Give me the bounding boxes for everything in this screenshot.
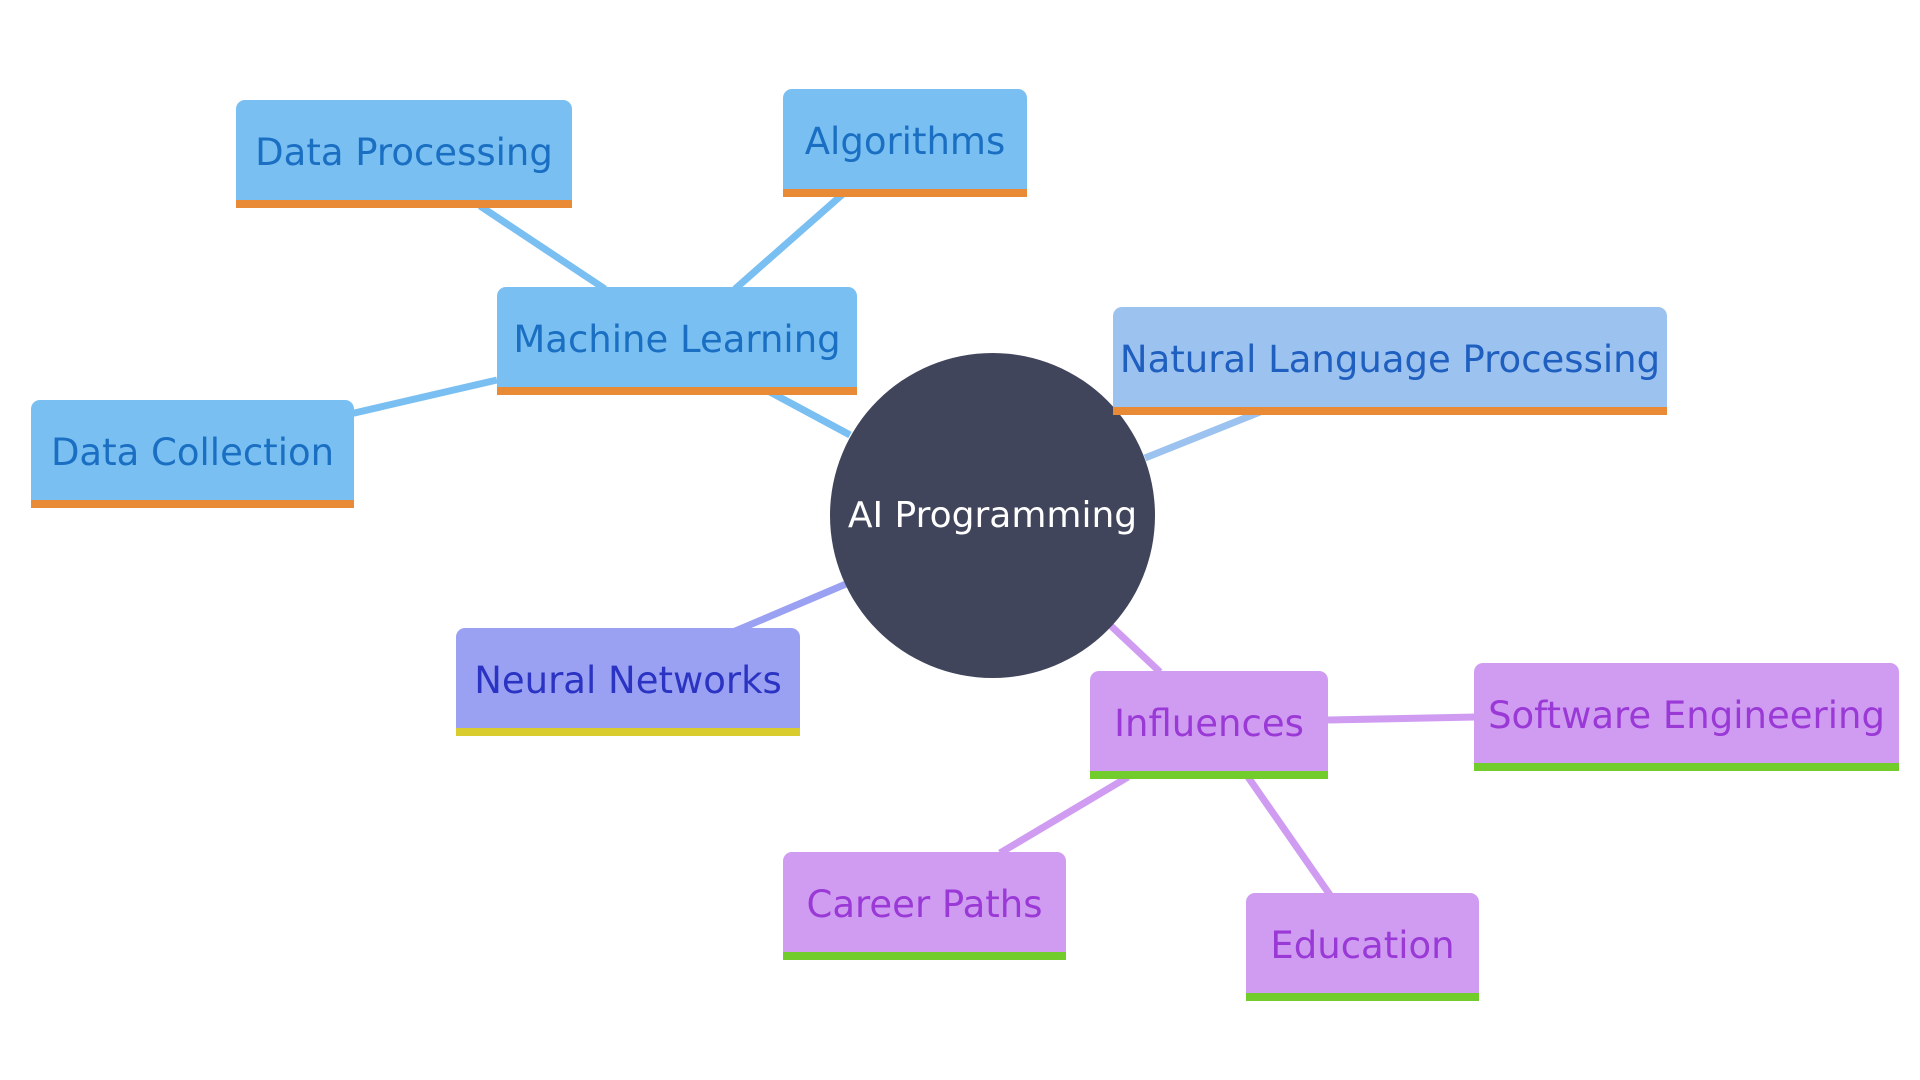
node-data-processing-label: Data Processing: [255, 130, 553, 174]
edge-ml-algorithms: [732, 190, 847, 292]
node-influences-label: Influences: [1114, 701, 1304, 745]
edge-root-nlp: [1143, 408, 1262, 462]
node-data-processing[interactable]: Data Processing: [236, 100, 572, 208]
edge-influences-software-engineering: [1327, 713, 1477, 724]
edge-root-neural-networks: [731, 580, 848, 636]
root-node-label: AI Programming: [847, 495, 1138, 536]
node-neural-networks[interactable]: Neural Networks: [456, 628, 800, 736]
edge-ml-data-collection: [349, 376, 498, 418]
node-algorithms[interactable]: Algorithms: [783, 89, 1027, 197]
node-career-paths-label: Career Paths: [806, 882, 1043, 926]
node-education-label: Education: [1270, 923, 1455, 967]
node-neural-networks-label: Neural Networks: [474, 658, 782, 702]
edge-root-influences: [1107, 622, 1163, 675]
node-data-collection[interactable]: Data Collection: [31, 400, 354, 508]
node-natural-language-processing[interactable]: Natural Language Processing: [1113, 307, 1667, 415]
node-education[interactable]: Education: [1246, 893, 1479, 1001]
node-machine-learning[interactable]: Machine Learning: [497, 287, 857, 395]
root-node-ai-programming[interactable]: AI Programming: [830, 353, 1155, 678]
edge-influences-career-paths: [998, 773, 1130, 857]
edge-ml-data-processing: [478, 203, 607, 292]
node-machine-learning-label: Machine Learning: [513, 317, 841, 361]
node-algorithms-label: Algorithms: [804, 119, 1006, 163]
node-software-engineering[interactable]: Software Engineering: [1474, 663, 1899, 771]
edge-influences-education: [1245, 775, 1333, 897]
node-software-engineering-label: Software Engineering: [1488, 693, 1885, 737]
node-career-paths[interactable]: Career Paths: [783, 852, 1066, 960]
node-data-collection-label: Data Collection: [50, 430, 335, 474]
node-influences[interactable]: Influences: [1090, 671, 1328, 779]
edge-root-machine-learning: [768, 388, 852, 439]
node-nlp-label: Natural Language Processing: [1119, 337, 1661, 381]
